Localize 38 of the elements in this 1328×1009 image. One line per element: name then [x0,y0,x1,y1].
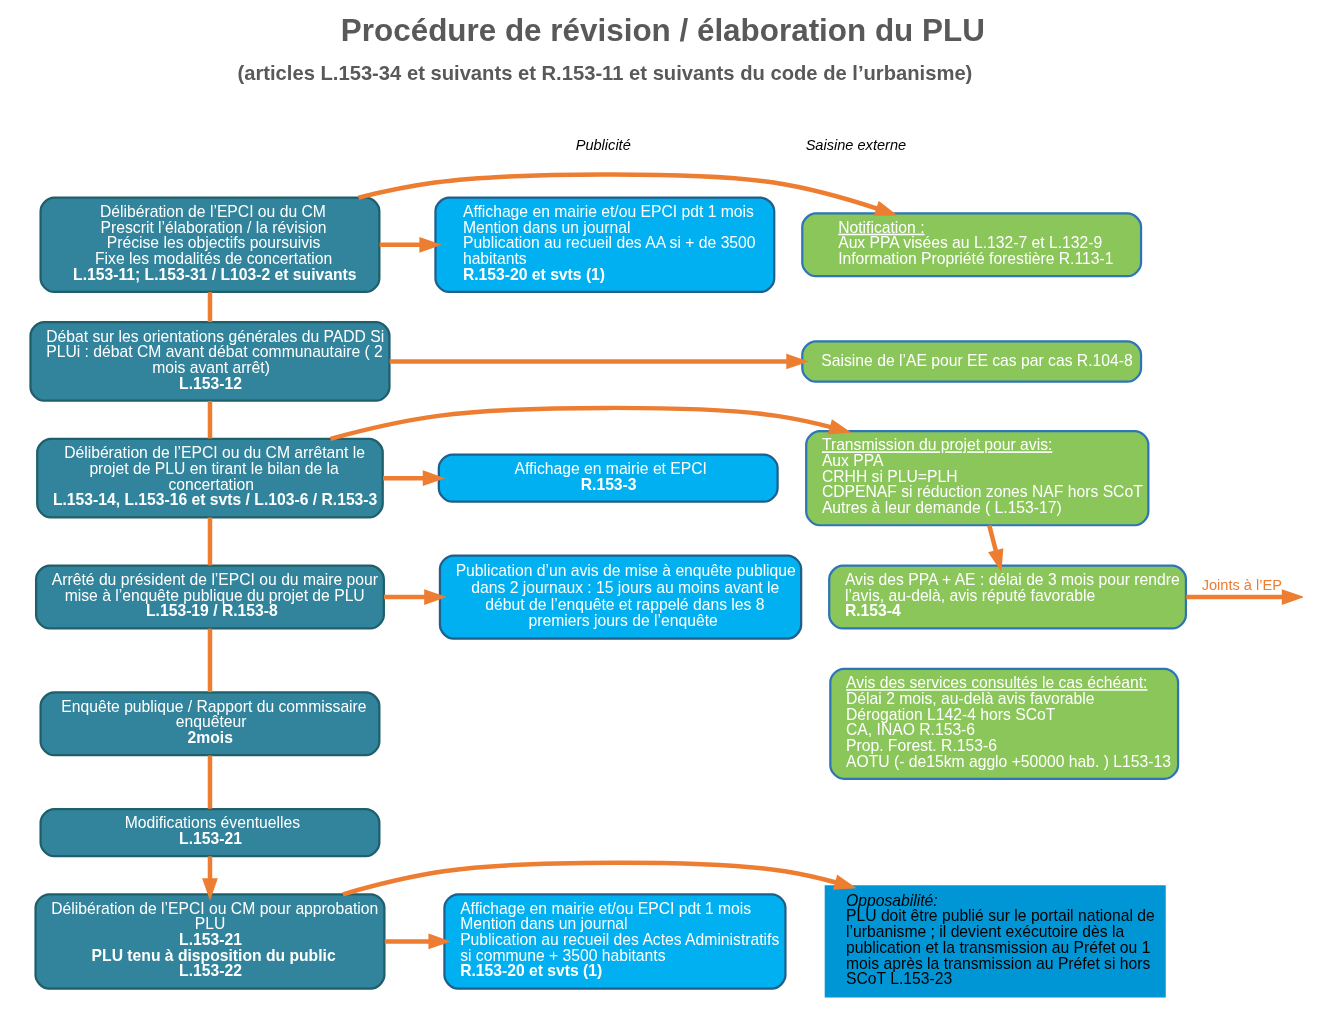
node-box: Publication d’un avis de mise à enquête publique dans 2 journaux : 15 jours au moins avant le début de l’enquête et rappelé dans les 8 premiers jours de l’enquête [438,554,802,640]
label: Saisine externe [805,136,906,153]
node-box: Opposabilité: PLU doit être publié sur le portail national de l’urbanisme ; il devient exécutoire dès la publication et la transmission au Préfet ou 1 mois après la transmission au Préfet si hors SCoT L.153-23 [824,885,1166,998]
arrow [379,236,442,253]
node-box: Délibération de l’EPCI ou du CM arrêtant le projet de PLU en tirant le bilan de la concertation L.153-14, L.153-16 et svts / L.103-6 / R.153-3 [35,437,384,519]
arrow [986,524,1003,573]
arrow [341,860,857,897]
node-box: Délibération de l’EPCI ou CM pour approbation PLU L.153-21 PLU tenu à disposition du public L.153-22 [33,893,386,990]
connector [207,755,212,809]
connector [207,401,212,439]
arrow [389,353,809,370]
arrow [357,172,898,216]
arrow [1185,589,1303,605]
label: Publicité [575,136,631,153]
arrow [201,856,218,901]
node-box: Débat sur les orientations générales du PADD Si PLUi : débat CM avant débat communautaire ( 2 mois avant arrêt) L.153-12 [28,321,391,402]
diagram-title: Procédure de révision / élaboration du PLU [340,13,985,49]
arrow [383,589,447,605]
arrow [384,933,451,950]
connector [207,517,212,566]
node-box: Affichage en mairie et EPCI R.153-3 [437,453,779,503]
connector [207,628,212,693]
node-box: Notification : Aux PPA visées au L.132-7 et L.132-9 Information Propriété forestière R.113-1 [800,212,1142,278]
node-box: Modifications éventuelles L.153-21 [38,807,380,858]
node-box: Enquête publique / Rapport du commissaire enquêteur 2mois [38,691,380,757]
connector [207,292,212,323]
node-box: Délibération de l’EPCI ou du CM Prescrit l’élaboration / la révision Précise les objectifs poursuivis Fixe les modalités de concertation L.153-11; L.153-31 / L103-2 et suivants [38,196,380,294]
arrow [329,405,852,441]
node-box: Avis des services consultés le cas échéant: Délai 2 mois, au-delà avis favorable Dérogation L142-4 hors SCoT CA, INAO R.153-6 Prop. Forest. R.153-6 AOTU (- de15km agglo +50000 hab. ) L153-13 [828,667,1179,780]
node-box: Transmission du projet pour avis: Aux PPA CRHH si PLU=PLH CDPENAF si réduction zones NAF hors SCoT Autres à leur demande ( L.153-17) [804,429,1149,527]
node-box: Affichage en mairie et/ou EPCI pdt 1 mois Mention dans un journal Publication au recueil des Actes Administratifs si commune + 3500 habitants R.153-20 et svts (1) [442,893,787,990]
edge-label: Joints à l’EP [1201,576,1282,593]
arrow [382,470,445,486]
label: (articles L.153-34 et suivants et R.153-11 et suivants du code de l’urbanisme) [236,62,972,85]
node-box: Avis des PPA + AE : délai de 3 mois pour rendre l’avis, au-delà, avis réputé favorable R.153-4 [827,564,1187,630]
node-box: Arrêté du président de l’EPCI ou du maire pour mise à l’enquête publique du projet de PLU L.153-19 / R.153-8 [34,564,385,630]
node-box: Affichage en mairie et/ou EPCI pdt 1 mois Mention dans un journal Publication au recueil des AA si + de 3500 habitants R.153-20 et svts (1) [433,196,775,294]
node-box: Saisine de l’AE pour EE cas par cas R.104-8 [800,340,1142,383]
